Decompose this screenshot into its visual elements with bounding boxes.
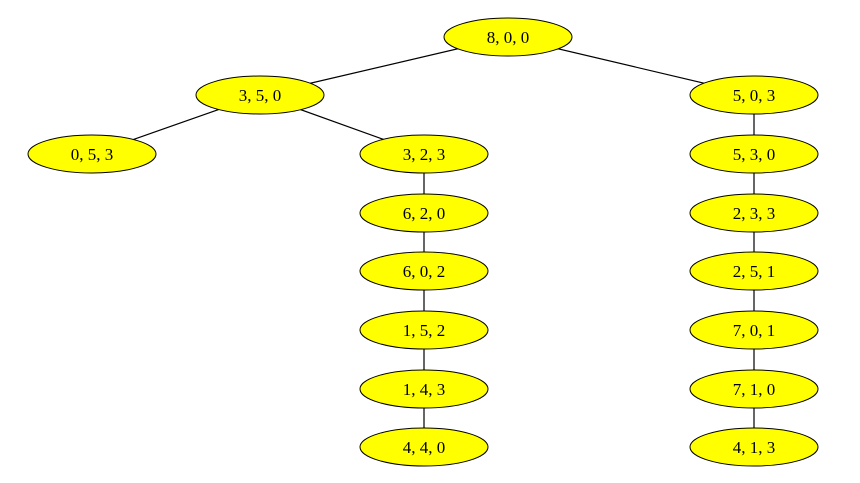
- node-label: 1, 4, 3: [403, 380, 446, 399]
- node-label: 4, 4, 0: [403, 438, 446, 457]
- node-label: 1, 5, 2: [403, 321, 446, 340]
- node-ellipse: [359, 134, 489, 174]
- node-ellipse: [27, 134, 157, 174]
- node-ellipse: [359, 427, 489, 467]
- node-label: 3, 5, 0: [239, 86, 282, 105]
- node-ellipse: [359, 193, 489, 233]
- tree-node-a6: 1, 4, 3: [359, 369, 489, 409]
- node-ellipse: [689, 310, 819, 350]
- tree-node-a7: 4, 4, 0: [359, 427, 489, 467]
- node-label: 5, 0, 3: [733, 86, 776, 105]
- tree-node-b5: 7, 1, 0: [689, 369, 819, 409]
- tree-nodes: 8, 0, 0 3, 5, 0 5, 0, 3 0, 5, 3 3, 2, 3 6, 2,…: [27, 17, 819, 467]
- node-ellipse: [359, 369, 489, 409]
- tree-node-a3: 6, 2, 0: [359, 193, 489, 233]
- tree-node-a4: 6, 0, 2: [359, 251, 489, 291]
- node-label: 7, 0, 1: [733, 321, 776, 340]
- node-ellipse: [195, 75, 325, 115]
- node-label: 7, 1, 0: [733, 380, 776, 399]
- node-label: 8, 0, 0: [487, 28, 530, 47]
- node-ellipse: [359, 310, 489, 350]
- tree-node-b6: 4, 1, 3: [689, 427, 819, 467]
- node-label: 5, 3, 0: [733, 145, 776, 164]
- node-ellipse: [689, 75, 819, 115]
- node-label: 2, 3, 3: [733, 204, 776, 223]
- tree-node-a1: 0, 5, 3: [27, 134, 157, 174]
- node-ellipse: [689, 369, 819, 409]
- node-ellipse: [443, 17, 573, 57]
- node-label: 6, 2, 0: [403, 204, 446, 223]
- tree-node-b4: 7, 0, 1: [689, 310, 819, 350]
- tree-node-a5: 1, 5, 2: [359, 310, 489, 350]
- tree-node-b: 5, 0, 3: [689, 75, 819, 115]
- tree-node-root: 8, 0, 0: [443, 17, 573, 57]
- node-ellipse: [359, 251, 489, 291]
- tree-node-a: 3, 5, 0: [195, 75, 325, 115]
- node-ellipse: [689, 251, 819, 291]
- node-label: 0, 5, 3: [71, 145, 114, 164]
- tree-node-b3: 2, 5, 1: [689, 251, 819, 291]
- node-label: 4, 1, 3: [733, 438, 776, 457]
- tree-node-b1: 5, 3, 0: [689, 134, 819, 174]
- node-ellipse: [689, 134, 819, 174]
- node-label: 3, 2, 3: [403, 145, 446, 164]
- node-ellipse: [689, 427, 819, 467]
- node-label: 2, 5, 1: [733, 262, 776, 281]
- tree-node-a2: 3, 2, 3: [359, 134, 489, 174]
- node-label: 6, 0, 2: [403, 262, 446, 281]
- tree-node-b2: 2, 3, 3: [689, 193, 819, 233]
- node-ellipse: [689, 193, 819, 233]
